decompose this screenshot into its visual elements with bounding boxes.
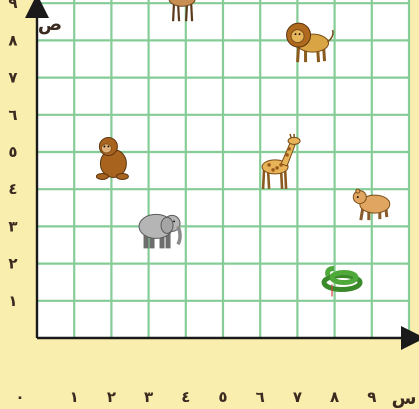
x-tick-label: ٧ (293, 388, 302, 406)
x-tick-label: ١ (70, 388, 79, 406)
y-axis-label: ص (38, 14, 62, 35)
y-tick-label: ٩ (8, 0, 17, 12)
x-tick-label: ٨ (330, 388, 339, 406)
y-tick-label: ٢ (8, 255, 17, 273)
x-tick-label: ٦ (256, 388, 265, 406)
y-tick-label: ٧ (8, 69, 17, 87)
y-tick-label: ٨ (8, 31, 17, 49)
y-tick-label: ١ (8, 292, 17, 310)
x-axis-label: س (392, 388, 417, 409)
x-tick-label: ٣ (144, 388, 153, 406)
y-tick-label: ٤ (8, 180, 17, 198)
y-tick-label: ٦ (8, 106, 17, 124)
x-tick-label: ٤ (181, 388, 190, 406)
y-tick-label: ٥ (8, 143, 17, 161)
x-tick-label: ٩ (367, 388, 376, 406)
x-tick-label: ٢ (107, 388, 116, 406)
x-tick-label: ٥ (218, 388, 227, 406)
origin-label: ٠ (15, 388, 24, 406)
y-tick-label: ٣ (8, 217, 17, 235)
